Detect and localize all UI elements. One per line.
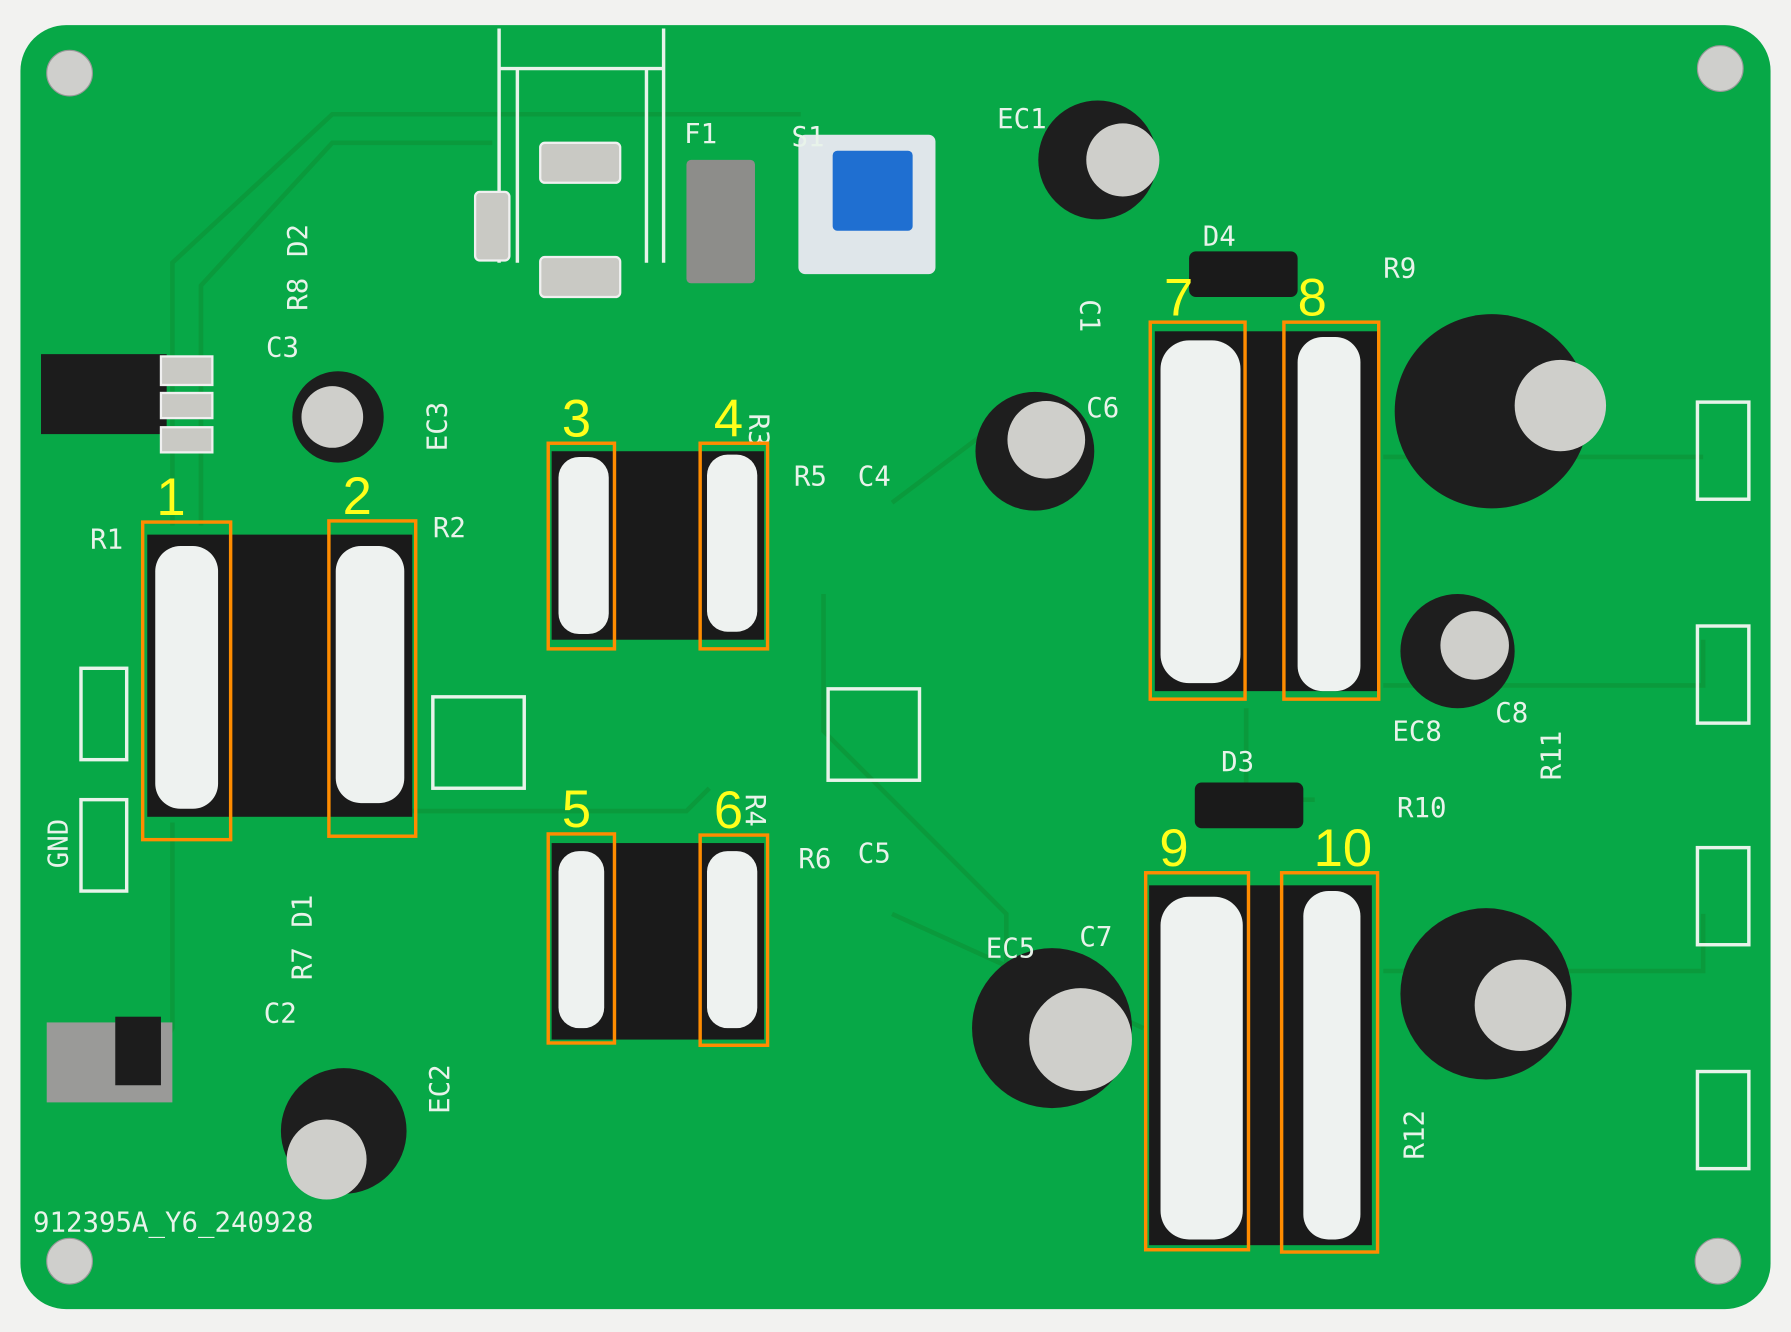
silkscreen-label-d2: D2 (283, 224, 314, 257)
silkscreen-label-c6: C6 (1086, 393, 1119, 424)
silkscreen-label-c1: C1 (1074, 299, 1105, 332)
annotation-box-10 (1279, 871, 1380, 1254)
silkscreen-label-r11: R11 (1536, 731, 1567, 780)
silkscreen-label-r3: R3 (742, 414, 773, 447)
silkscreen-label-d1: D1 (288, 895, 319, 928)
silkscreen-label-gnd: GND (43, 819, 74, 869)
silkscreen-label-c8: C8 (1495, 698, 1528, 729)
pin-headers (79, 400, 1751, 1171)
annotation-boxes: 1 2 3 4 5 6 7 8 9 10 (140, 268, 1381, 1254)
annotation-box-8 (1282, 320, 1381, 701)
annotation-box-6 (698, 833, 770, 1047)
silkscreen-label-ec2: EC2 (425, 1064, 456, 1114)
annotation-box-1 (140, 520, 233, 842)
electrolytic-capacitors (280, 100, 1607, 1200)
silkscreen-label-ec8: EC8 (1392, 716, 1442, 747)
annotation-number-9: 9 (1159, 819, 1188, 878)
silkscreen-label-r6: R6 (798, 844, 831, 875)
mounting-holes (46, 45, 1744, 1285)
silkscreen-label-r9: R9 (1383, 254, 1416, 285)
diodes (1189, 251, 1304, 829)
annotation-number-10: 10 (1314, 819, 1372, 878)
voltage-regulators (41, 354, 214, 1103)
silkscreen-label-s1: S1 (792, 122, 825, 153)
annotation-box-7 (1148, 320, 1247, 701)
silkscreen-label-c7: C7 (1079, 922, 1112, 953)
silkscreen-label-d3: D3 (1221, 747, 1254, 778)
push-switch (798, 134, 936, 275)
annotation-box-4 (698, 441, 770, 651)
silkscreen-label-d4: D4 (1203, 222, 1236, 253)
annotation-box-3 (546, 441, 617, 651)
fuse (686, 159, 755, 284)
silkscreen-label-ec5: EC5 (986, 933, 1035, 964)
annotation-box-5 (546, 832, 617, 1045)
annotation-box-9 (1143, 871, 1251, 1252)
silkscreen-label-c3: C3 (266, 332, 299, 363)
silkscreen-label-r5: R5 (794, 462, 827, 493)
annotation-number-4: 4 (714, 389, 743, 448)
annotation-number-3: 3 (562, 389, 591, 448)
silkscreen-label-c5: C5 (858, 838, 891, 869)
silkscreen-label-r12: R12 (1399, 1110, 1430, 1160)
annotation-number-2: 2 (343, 467, 372, 526)
annotation-number-6: 6 (714, 781, 743, 840)
silkscreen-label-r8: R8 (283, 278, 314, 311)
board-code-label: 912395A_Y6_240928 (33, 1207, 314, 1238)
connector-footprint (473, 28, 666, 299)
silkscreen-label-r1: R1 (90, 524, 123, 555)
silkscreen-label-f1: F1 (684, 119, 717, 150)
annotation-box-2 (327, 519, 418, 838)
silkscreen-label-c2: C2 (264, 998, 297, 1029)
silkscreen-label-c4: C4 (858, 462, 891, 493)
annotation-number-8: 8 (1298, 268, 1327, 327)
silkscreen-label-r2: R2 (433, 513, 466, 544)
ic-chips (147, 331, 1378, 1246)
annotation-number-1: 1 (156, 468, 185, 527)
annotation-number-5: 5 (562, 780, 591, 839)
silkscreen-label-ec1: EC1 (997, 104, 1047, 135)
silkscreen-label-r4: R4 (739, 794, 770, 827)
annotation-number-7: 7 (1164, 268, 1193, 327)
silkscreen-label-r7: R7 (288, 947, 319, 980)
silkscreen-label-r10: R10 (1397, 793, 1447, 824)
silkscreen-label-ec3: EC3 (423, 402, 454, 452)
